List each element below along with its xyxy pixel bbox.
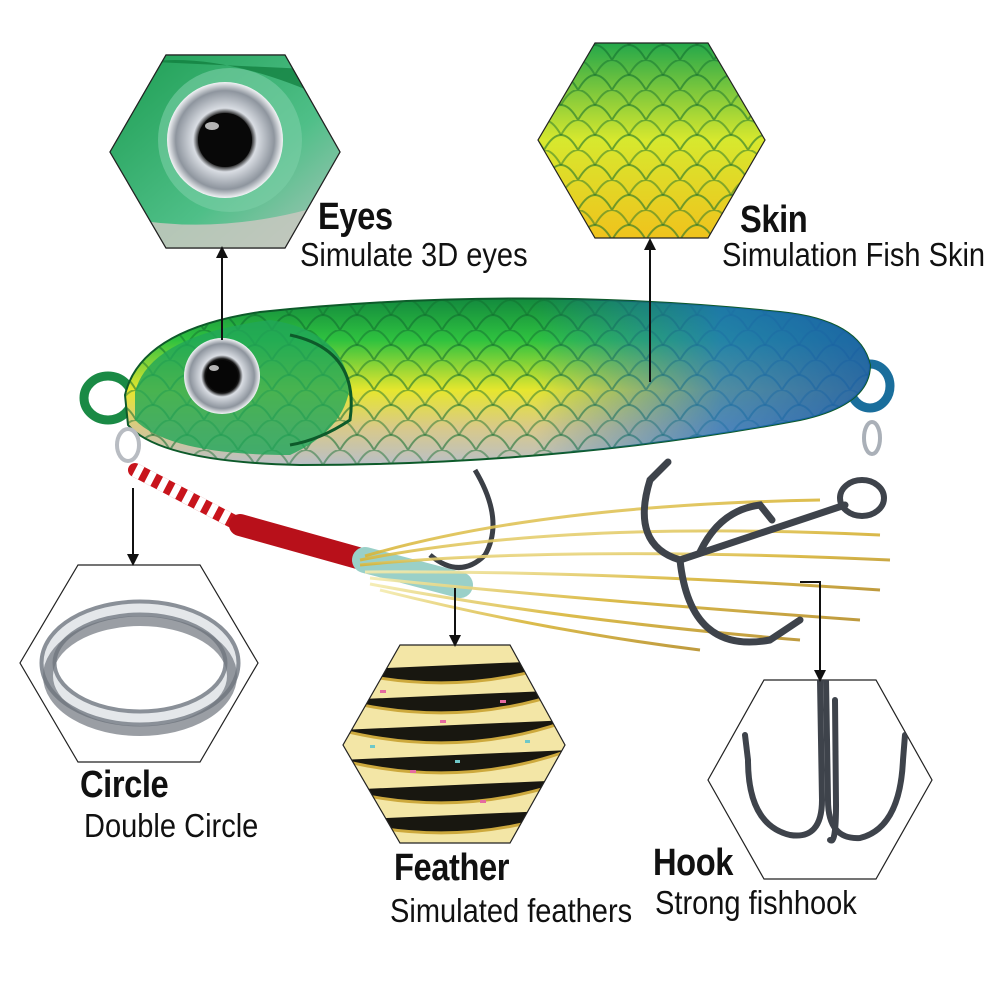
jig-lure <box>79 297 895 467</box>
skin-subtitle: Simulation Fish Skin <box>722 236 986 273</box>
treble-hook <box>640 420 887 646</box>
eyes-title: Eyes <box>318 196 393 238</box>
skin-detail-tile <box>537 42 766 239</box>
feather-skirt <box>359 498 891 652</box>
feather-title: Feather <box>394 847 510 889</box>
hook-subtitle: Strong fishhook <box>655 884 857 921</box>
assist-hook <box>115 427 891 652</box>
hook-detail-tile <box>707 679 933 880</box>
circle-title: Circle <box>80 764 169 806</box>
feather-subtitle: Simulated feathers <box>390 892 633 929</box>
hook-title: Hook <box>653 842 733 884</box>
skin-title: Skin <box>740 199 808 241</box>
eyes-subtitle: Simulate 3D eyes <box>300 236 528 273</box>
circle-detail-tile <box>19 564 259 763</box>
eyes-detail-tile <box>109 54 341 249</box>
circle-subtitle: Double Circle <box>84 807 259 844</box>
feather-detail-tile <box>342 644 566 844</box>
callout-arrows <box>127 238 826 682</box>
hook-arrow <box>800 581 826 682</box>
